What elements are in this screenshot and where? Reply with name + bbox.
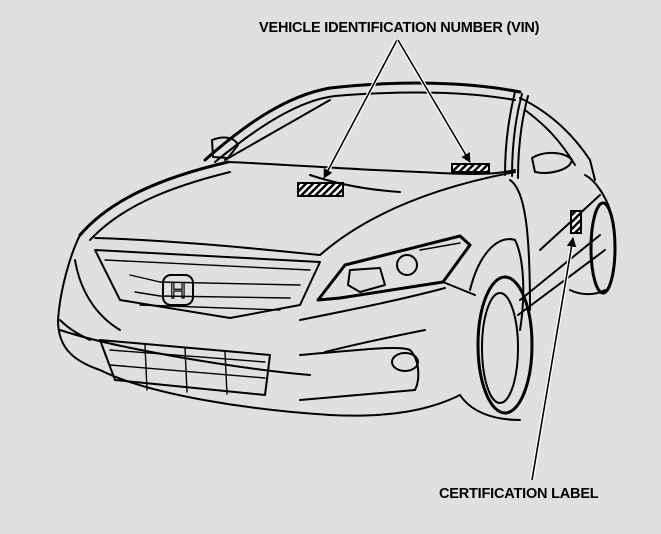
dashboard-vin-plate <box>451 163 490 173</box>
vin-callout-label: VEHICLE IDENTIFICATION NUMBER (VIN) <box>259 20 540 36</box>
honda-emblem <box>162 274 194 306</box>
grille: H <box>94 249 321 319</box>
door-jamb-label <box>570 210 582 234</box>
lower-fascia <box>299 281 476 401</box>
leader-lines <box>322 38 577 481</box>
certification-callout-label: CERTIFICATION LABEL <box>439 486 599 502</box>
emblem-h: H <box>170 278 186 303</box>
rear-wheel <box>569 201 617 296</box>
hood-vin-plate <box>297 182 344 197</box>
headlight <box>316 234 472 302</box>
front-wheel <box>459 238 534 421</box>
front-bumper <box>57 234 461 417</box>
roof-windshield <box>203 81 596 181</box>
hood <box>78 160 516 256</box>
